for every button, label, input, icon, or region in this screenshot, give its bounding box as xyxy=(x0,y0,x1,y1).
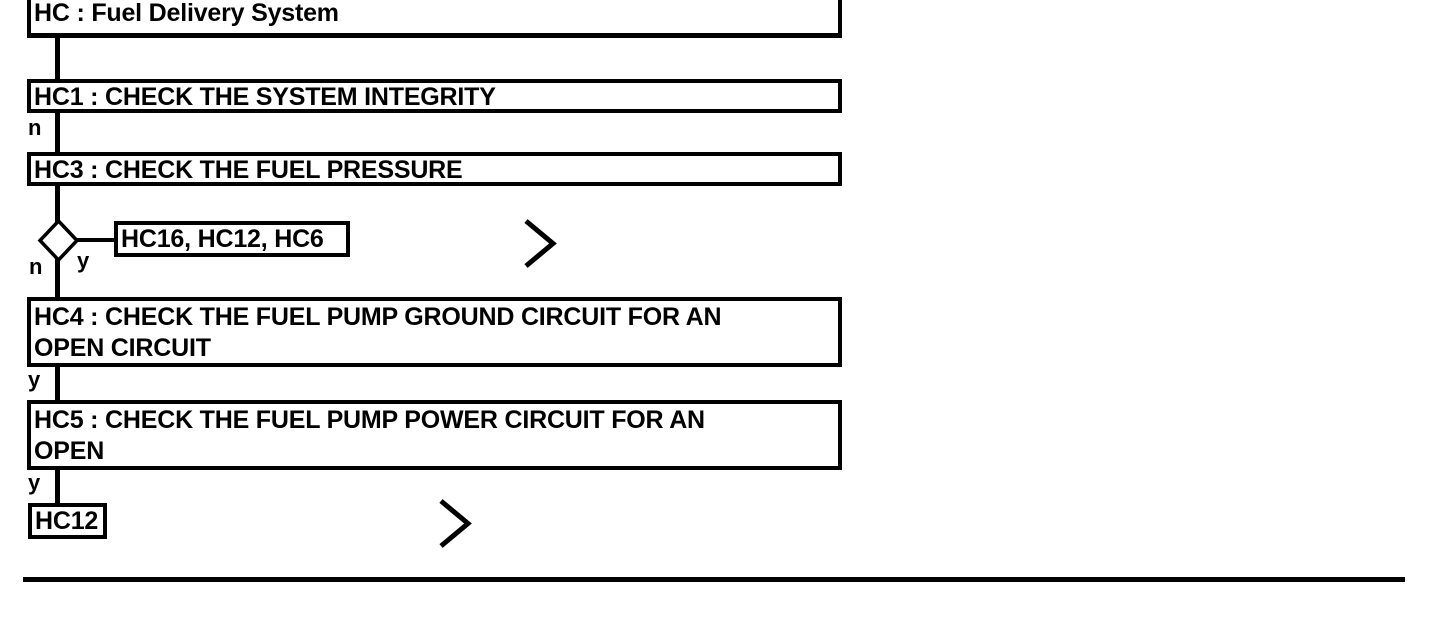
flow-node-hc16-hc12-hc6-label: HC16, HC12, HC6 xyxy=(121,225,324,253)
flow-node-hc-root-label: HC : Fuel Delivery System xyxy=(34,0,339,27)
branch-label-decision-yes: y xyxy=(77,248,90,273)
branch-label-hc4-yes: y xyxy=(28,367,41,392)
connector-hc1-to-hc3 xyxy=(55,113,60,152)
flow-node-hc5-label: HC5 : CHECK THE FUEL PUMP POWER CIRCUIT … xyxy=(34,406,705,465)
connector-hc4-to-hc5 xyxy=(55,367,60,400)
connector-hc5-to-hc12 xyxy=(55,470,60,503)
flow-node-hc4-label: HC4 : CHECK THE FUEL PUMP GROUND CIRCUIT… xyxy=(34,303,722,362)
decision-diamond-hc3[interactable] xyxy=(37,218,80,263)
flow-node-hc1-label: HC1 : CHECK THE SYSTEM INTEGRITY xyxy=(34,83,496,111)
connector-root-to-hc1 xyxy=(55,38,60,79)
flow-node-hc-root[interactable]: HC : Fuel Delivery System xyxy=(27,0,842,38)
connector-decision-yes xyxy=(76,238,116,242)
branch-label-hc5-yes: y xyxy=(28,470,41,495)
flow-node-hc3-label: HC3 : CHECK THE FUEL PRESSURE xyxy=(34,156,463,184)
branch-label-decision-no: n xyxy=(29,254,43,279)
connector-decision-no xyxy=(55,258,60,297)
connector-hc3-to-decision xyxy=(55,186,60,222)
flow-node-hc3[interactable]: HC3 : CHECK THE FUEL PRESSURE xyxy=(27,152,842,186)
branch-label-hc1-no: n xyxy=(28,115,42,140)
flow-node-hc5[interactable]: HC5 : CHECK THE FUEL PUMP POWER CIRCUIT … xyxy=(27,400,842,470)
chevron-right-icon-lower xyxy=(436,496,476,552)
flow-node-hc4[interactable]: HC4 : CHECK THE FUEL PUMP GROUND CIRCUIT… xyxy=(27,297,842,367)
chevron-right-icon-upper xyxy=(521,216,561,272)
flow-node-hc12-label: HC12 xyxy=(35,507,99,535)
flow-node-hc12[interactable]: HC12 xyxy=(28,503,107,539)
flow-node-hc1[interactable]: HC1 : CHECK THE SYSTEM INTEGRITY xyxy=(27,79,842,113)
footer-divider-rule xyxy=(23,577,1405,582)
flow-node-hc16-hc12-hc6[interactable]: HC16, HC12, HC6 xyxy=(114,221,350,257)
